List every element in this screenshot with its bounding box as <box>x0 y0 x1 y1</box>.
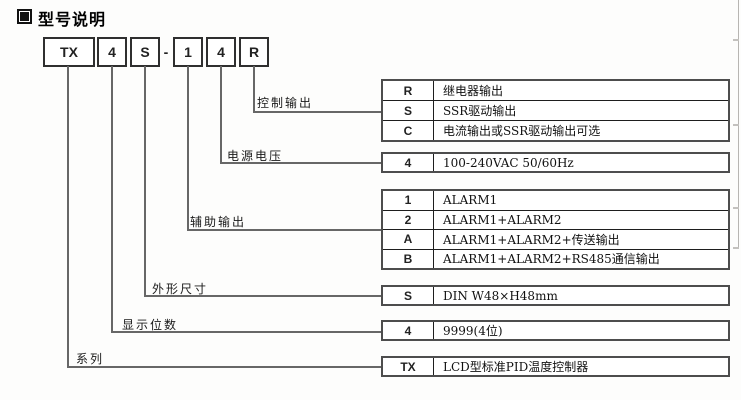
option-code-cell: R <box>383 81 434 100</box>
option-code-cell: TX <box>383 358 434 375</box>
branch-label-display-digits: 显示位数 <box>122 318 179 332</box>
option-desc-cell: 100-240VAC 50/60Hz <box>443 155 574 170</box>
connector-line-control-output <box>253 111 381 113</box>
branch-label-dimensions: 外形尺寸 <box>152 282 209 296</box>
option-code-cell: S <box>383 287 434 304</box>
table-row: 2 ALARM1+ALARM2 <box>383 209 728 229</box>
option-code-cell: S <box>383 101 434 120</box>
option-desc-cell: ALARM1 <box>443 193 498 208</box>
model-code-box-power-voltage: 4 <box>206 37 236 67</box>
page-border-tick <box>733 207 739 209</box>
connector-line-dimensions <box>144 295 381 297</box>
model-code-box-size: S <box>130 37 160 67</box>
table-row: 4 100-240VAC 50/60Hz <box>383 154 728 171</box>
table-row: 1 ALARM1 <box>383 191 728 210</box>
model-code-box-control-output: R <box>239 37 269 67</box>
table-row: R 继电器输出 <box>383 81 728 100</box>
branch-label-power-voltage: 电源电压 <box>227 149 284 163</box>
connector-line-power-voltage <box>220 66 222 164</box>
option-code-cell: B <box>383 249 434 268</box>
option-code-cell: 1 <box>383 191 434 210</box>
option-desc-cell: DIN W48×H48mm <box>443 288 558 303</box>
option-desc-cell: 继电器输出 <box>443 84 504 98</box>
table-row: B ALARM1+ALARM2+RS485通信输出 <box>383 248 728 268</box>
branch-label-series: 系列 <box>76 352 105 366</box>
table-row: 4 9999(4位) <box>383 322 728 339</box>
option-code-cell: 4 <box>383 154 434 171</box>
option-code-cell: 4 <box>383 322 434 339</box>
connector-line-power-voltage <box>220 162 381 164</box>
option-desc-cell: 电流输出或SSR驱动输出可选 <box>443 124 601 138</box>
option-code-cell: A <box>383 230 434 249</box>
connector-line-display-digits <box>111 66 113 333</box>
page-border-tick <box>733 124 739 126</box>
option-desc-cell: ALARM1+ALARM2+传送输出 <box>443 232 620 247</box>
option-desc-cell: ALARM1+ALARM2 <box>443 212 562 227</box>
section-title: 型号说明 <box>38 12 107 29</box>
table-row: S SSR驱动输出 <box>383 100 728 120</box>
connector-line-dimensions <box>144 66 146 297</box>
connector-line-series <box>67 366 381 368</box>
page-border-tick <box>733 39 739 41</box>
option-desc-cell: 9999(4位) <box>443 324 503 338</box>
connector-line-auxiliary-output <box>187 66 189 231</box>
section-marker-icon <box>17 9 32 24</box>
connector-line-display-digits <box>111 331 381 333</box>
option-code-cell: C <box>383 121 434 140</box>
power-voltage-table: 4 100-240VAC 50/60Hz <box>381 152 730 173</box>
model-code-box-series: TX <box>43 37 95 67</box>
connector-line-series <box>67 66 69 368</box>
option-code-cell: 2 <box>383 210 434 229</box>
model-code-box-auxiliary-output: 1 <box>173 37 203 67</box>
table-row: TX LCD型标准PID温度控制器 <box>383 358 728 375</box>
table-row: C 电流输出或SSR驱动输出可选 <box>383 120 728 140</box>
model-code-separator: - <box>163 44 169 60</box>
model-code-box-display-digits: 4 <box>97 37 127 67</box>
table-row: A ALARM1+ALARM2+传送输出 <box>383 229 728 249</box>
display-digits-table: 4 9999(4位) <box>381 320 730 341</box>
connector-line-control-output <box>253 66 255 113</box>
auxiliary-output-table: 1 ALARM1 2 ALARM1+ALARM2 A ALARM1+ALARM2… <box>381 189 730 270</box>
table-row: S DIN W48×H48mm <box>383 287 728 304</box>
connector-line-auxiliary-output <box>187 229 381 231</box>
control-output-table: R 继电器输出 S SSR驱动输出 C 电流输出或SSR驱动输出可选 <box>381 79 730 142</box>
option-desc-cell: ALARM1+ALARM2+RS485通信输出 <box>443 252 660 267</box>
option-desc-cell: LCD型标准PID温度控制器 <box>443 360 589 374</box>
series-table: TX LCD型标准PID温度控制器 <box>381 356 730 377</box>
page-border-tick <box>733 247 739 249</box>
dimension-table: S DIN W48×H48mm <box>381 285 730 306</box>
branch-label-auxiliary-output: 辅助输出 <box>190 215 247 229</box>
option-desc-cell: SSR驱动输出 <box>443 104 517 118</box>
branch-label-control-output: 控制输出 <box>257 96 314 110</box>
